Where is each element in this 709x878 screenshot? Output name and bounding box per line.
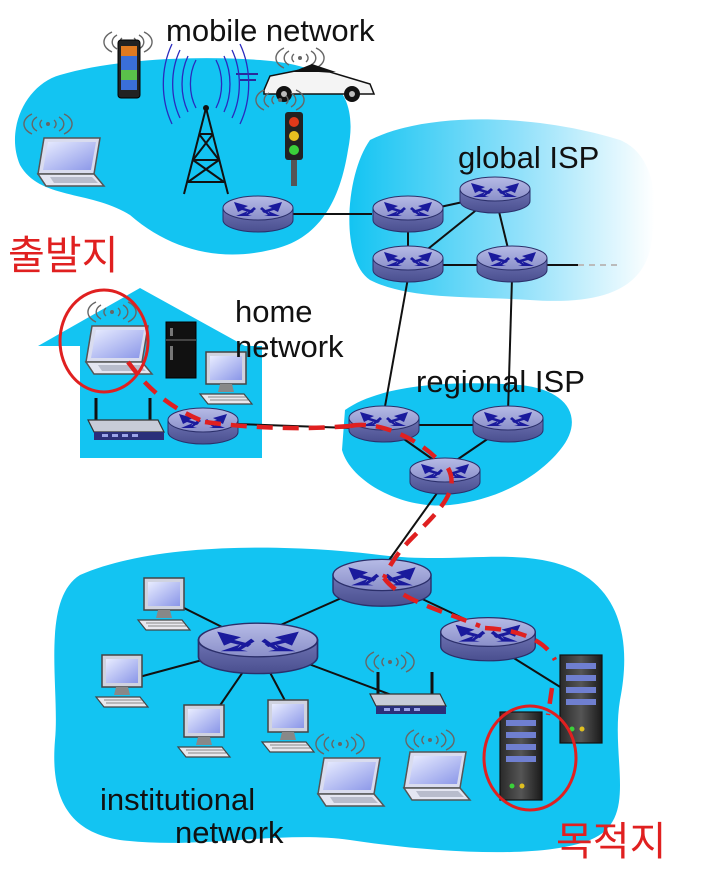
router-icon — [459, 176, 531, 214]
cell-tower-icon — [162, 43, 250, 195]
server-icon — [559, 654, 603, 744]
router-icon — [167, 407, 239, 445]
desktop-computer-icon — [177, 704, 231, 758]
router-icon — [409, 457, 481, 495]
regional-isp-label: regional ISP — [416, 364, 585, 399]
desktop-computer-icon — [137, 577, 191, 631]
router-icon — [440, 616, 536, 662]
destination-highlight-circle — [482, 704, 578, 812]
router-icon — [472, 405, 544, 443]
source-highlight-circle — [58, 288, 150, 394]
source-to-destination-path — [126, 360, 558, 716]
traffic-light-icon — [255, 89, 305, 186]
institutional-network-label-line2: network — [175, 815, 284, 850]
refrigerator-icon — [165, 321, 197, 379]
smartphone-icon — [103, 31, 153, 99]
router-icon — [372, 245, 444, 283]
global-isp-label: global ISP — [458, 140, 600, 175]
router-icon — [197, 622, 319, 675]
server-icon — [499, 711, 543, 801]
desktop-computer-icon — [261, 699, 315, 753]
destination-label: 목적지 — [556, 819, 667, 865]
router-icon — [476, 245, 548, 283]
desktop-computer-icon — [95, 654, 149, 708]
car-icon — [236, 47, 376, 102]
router-icon — [372, 195, 444, 233]
router-icon — [222, 195, 294, 233]
home-network-label-line1: home — [235, 294, 313, 329]
home-network-label-line2: network — [235, 329, 344, 364]
mobile-network-label: mobile network — [166, 13, 375, 48]
source-label: 출발지 — [8, 233, 119, 279]
institutional-network-label-line1: institutional — [100, 782, 256, 817]
